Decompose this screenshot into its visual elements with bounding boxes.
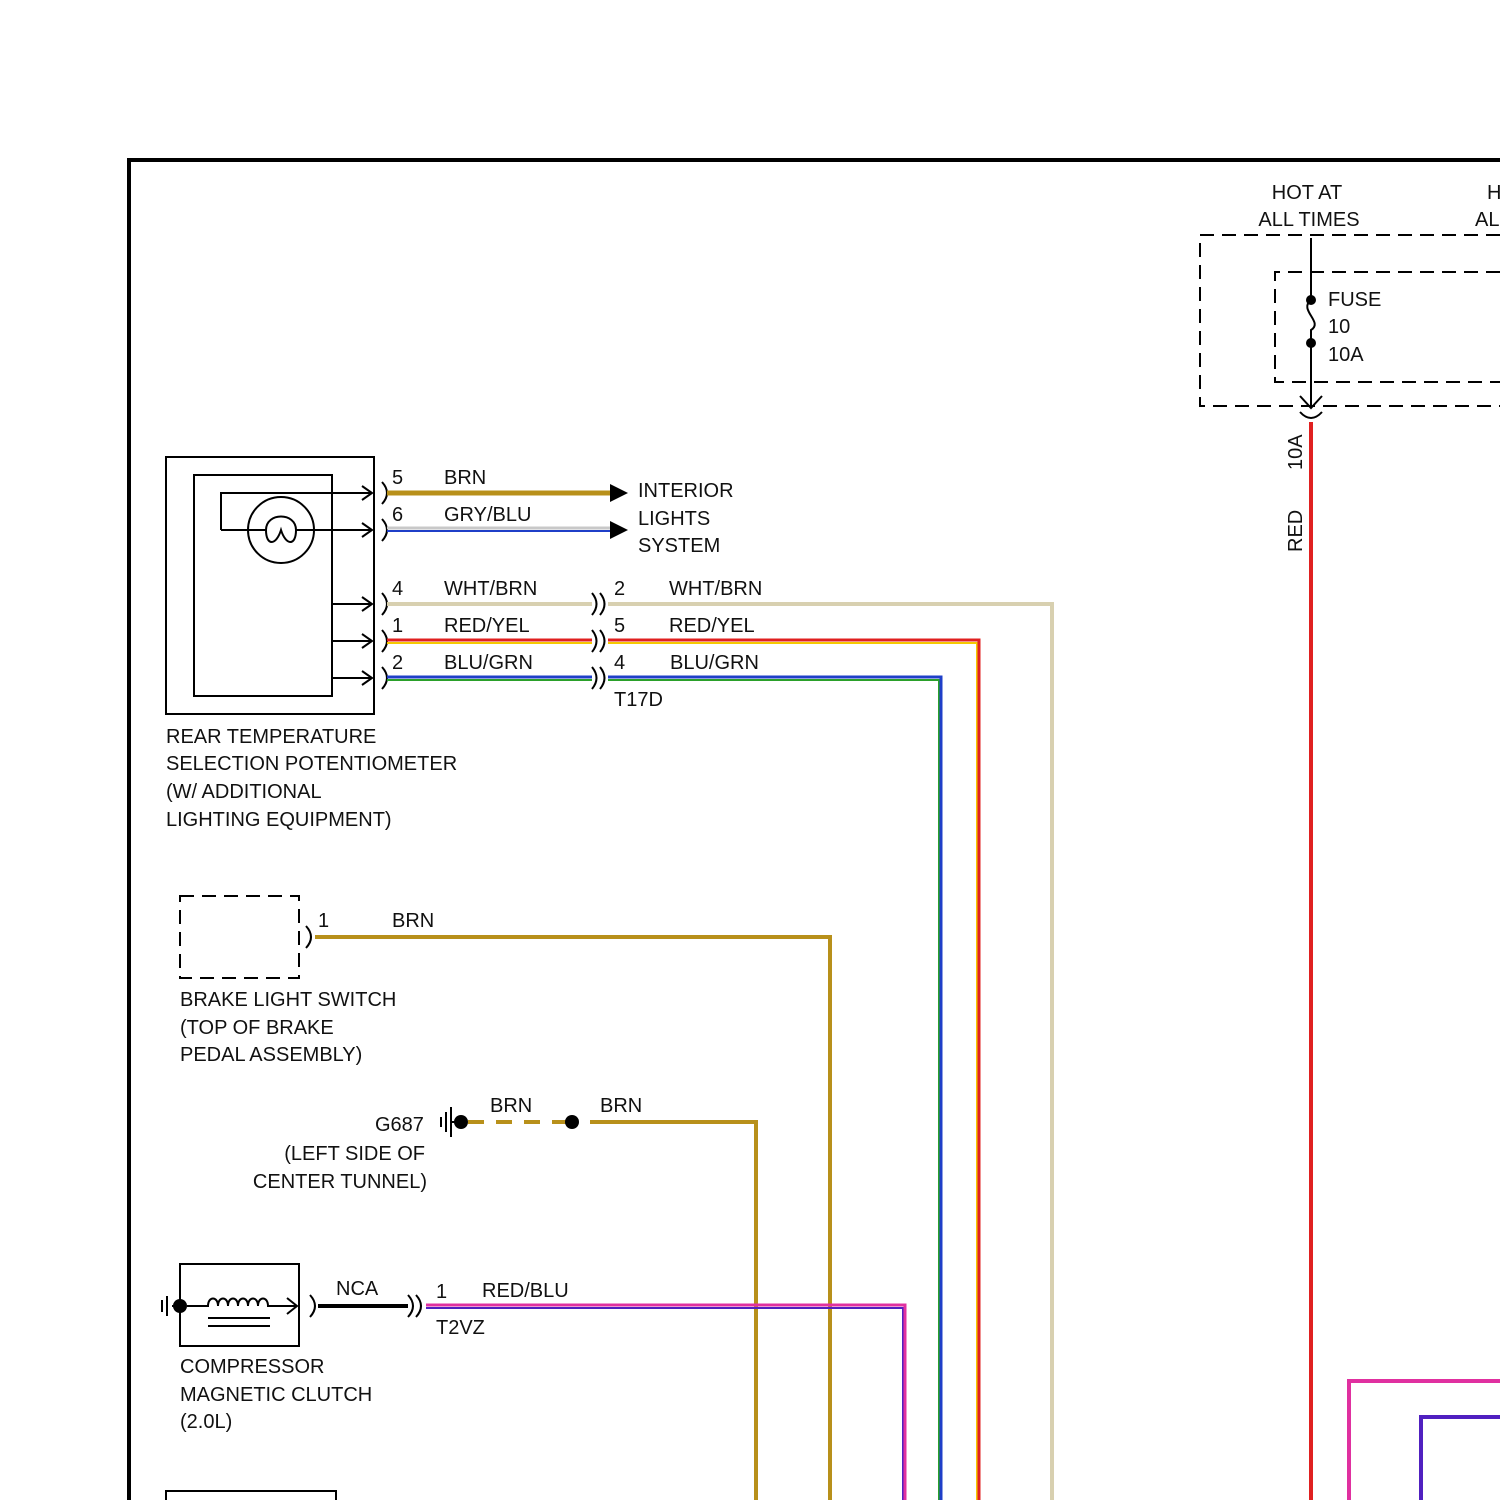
- wire-grn-stripe: [387, 680, 939, 1500]
- t17d-pin-number: 5: [614, 615, 625, 637]
- interior-lights-line2: LIGHTS: [638, 508, 710, 530]
- pin-number: 4: [392, 578, 403, 600]
- pink-wire-right: [1349, 1381, 1500, 1500]
- potentiometer-inner-box: [194, 475, 332, 696]
- brake-switch-box: [180, 896, 299, 978]
- compressor-label-line3: (2.0L): [180, 1411, 232, 1433]
- t2vz-connector-icon: [408, 1295, 421, 1317]
- wire-pin1-red-yel: 1 RED/YEL 5 RED/YEL: [387, 615, 979, 1500]
- brake-switch-label-line3: PEDAL ASSEMBLY): [180, 1044, 362, 1066]
- t17d-connector-icon: [592, 593, 605, 689]
- t17d-pin-number: 2: [614, 578, 625, 600]
- feed-wire-color: RED: [1285, 510, 1307, 552]
- compressor-label-line2: MAGNETIC CLUTCH: [180, 1384, 372, 1406]
- t17d-wire-color-label: RED/YEL: [669, 615, 755, 637]
- brake-switch-pin: 1: [318, 910, 329, 932]
- t2vz-connector-name: T2VZ: [436, 1317, 485, 1339]
- ground-name: G687: [375, 1114, 424, 1136]
- pin-arrow-icon: [362, 486, 372, 685]
- t17d-pin-number: 4: [614, 652, 625, 674]
- potentiometer-label-line3: (W/ ADDITIONAL: [166, 781, 322, 803]
- pin-number: 1: [392, 615, 403, 637]
- hot-label-partial-line1: H: [1487, 182, 1500, 204]
- brake-switch-wire-brn: [315, 937, 830, 1500]
- splice-point-icon: [565, 1115, 579, 1129]
- t17d-wire-color-label: WHT/BRN: [669, 578, 762, 600]
- compressor-wire-red-blu: [426, 1305, 905, 1500]
- ground-label-line1: (LEFT SIDE OF: [284, 1143, 425, 1165]
- pin-number: 2: [392, 652, 403, 674]
- partial-component-box: [166, 1491, 336, 1500]
- fuse-rating: 10A: [1328, 344, 1364, 366]
- power-block: HOT AT ALL TIMES H AL FUSE 10 10A 10A RE…: [1200, 182, 1500, 1500]
- potentiometer-label-line1: REAR TEMPERATURE: [166, 726, 376, 748]
- compressor-pin: 1: [436, 1281, 447, 1303]
- ground-wire-brn: [590, 1122, 756, 1500]
- brake-switch-connector-icon: [306, 926, 311, 948]
- feed-wire-size: 10A: [1285, 434, 1307, 470]
- fuse-inner-outline: [1275, 272, 1500, 382]
- wire-pin5-brn: 5 BRN: [387, 467, 628, 502]
- potentiometer-label-line2: SELECTION POTENTIOMETER: [166, 753, 457, 775]
- potentiometer-label-line4: LIGHTING EQUIPMENT): [166, 809, 392, 831]
- wire-color-label: BRN: [444, 467, 486, 489]
- brake-switch-label-line1: BRAKE LIGHT SWITCH: [180, 989, 396, 1011]
- compressor-label-line1: COMPRESSOR: [180, 1356, 324, 1378]
- fuse-number: 10: [1328, 316, 1350, 338]
- t17d-connector-name: T17D: [614, 689, 663, 711]
- wire-pin4-wht-brn: 4 WHT/BRN 2 WHT/BRN: [387, 578, 1052, 1500]
- coil-icon: [187, 1299, 297, 1307]
- wire-red-route: [387, 640, 979, 1500]
- lamp-lead-top: [221, 493, 372, 530]
- wire-color-label: GRY/BLU: [444, 504, 531, 526]
- wire-blu-route: [387, 677, 941, 1500]
- brake-light-switch: 1 BRN BRAKE LIGHT SWITCH (TOP OF BRAKE P…: [180, 896, 830, 1500]
- interior-lights-line3: SYSTEM: [638, 535, 720, 557]
- wire-pin6-gry-blu: 6 GRY/BLU: [387, 504, 628, 539]
- ground-point-icon: [454, 1115, 468, 1129]
- arrow-right-icon: [610, 484, 628, 502]
- wire-color-label: BLU/GRN: [444, 652, 533, 674]
- brake-switch-wire-color: BRN: [392, 910, 434, 932]
- ground-wire-color-left: BRN: [490, 1095, 532, 1117]
- wire-yel-stripe: [387, 643, 977, 1500]
- compressor-wire-nca-label: NCA: [336, 1278, 379, 1300]
- hot-label-line2: ALL TIMES: [1258, 209, 1359, 231]
- brake-switch-label-line2: (TOP OF BRAKE: [180, 1017, 334, 1039]
- fuse-icon: [1307, 300, 1315, 343]
- arrow-right-icon: [610, 521, 628, 539]
- compressor-magnetic-clutch: NCA 1 RED/BLU T2VZ COMPRESSOR MAGNETIC C…: [162, 1264, 905, 1500]
- fuse-label: FUSE: [1328, 289, 1381, 311]
- pin-number: 6: [392, 504, 403, 526]
- connector-symbol-icon: [382, 482, 387, 689]
- t17d-wire-color-label: BLU/GRN: [670, 652, 759, 674]
- hot-label-line1: HOT AT: [1272, 182, 1342, 204]
- wire-color-label: WHT/BRN: [444, 578, 537, 600]
- ground-label-line2: CENTER TUNNEL): [253, 1171, 427, 1193]
- potentiometer-outer-box: [166, 457, 374, 714]
- wire-wht-brn-route: [387, 604, 1052, 1500]
- interior-lights-line1: INTERIOR: [638, 480, 734, 502]
- lamp-filament-icon: [248, 517, 314, 543]
- compressor-ground-point: [173, 1299, 187, 1313]
- pin-number: 5: [392, 467, 403, 489]
- hot-label-partial-line2: AL: [1475, 209, 1499, 231]
- wire-color-label: RED/YEL: [444, 615, 530, 637]
- wire-pin2-blu-grn: 2 BLU/GRN 4 BLU/GRN: [387, 652, 941, 1500]
- ground-wire-color-right: BRN: [600, 1095, 642, 1117]
- purple-wire-right: [1421, 1417, 1500, 1500]
- compressor-connector-icon: [310, 1295, 315, 1317]
- compressor-wire-color: RED/BLU: [482, 1280, 569, 1302]
